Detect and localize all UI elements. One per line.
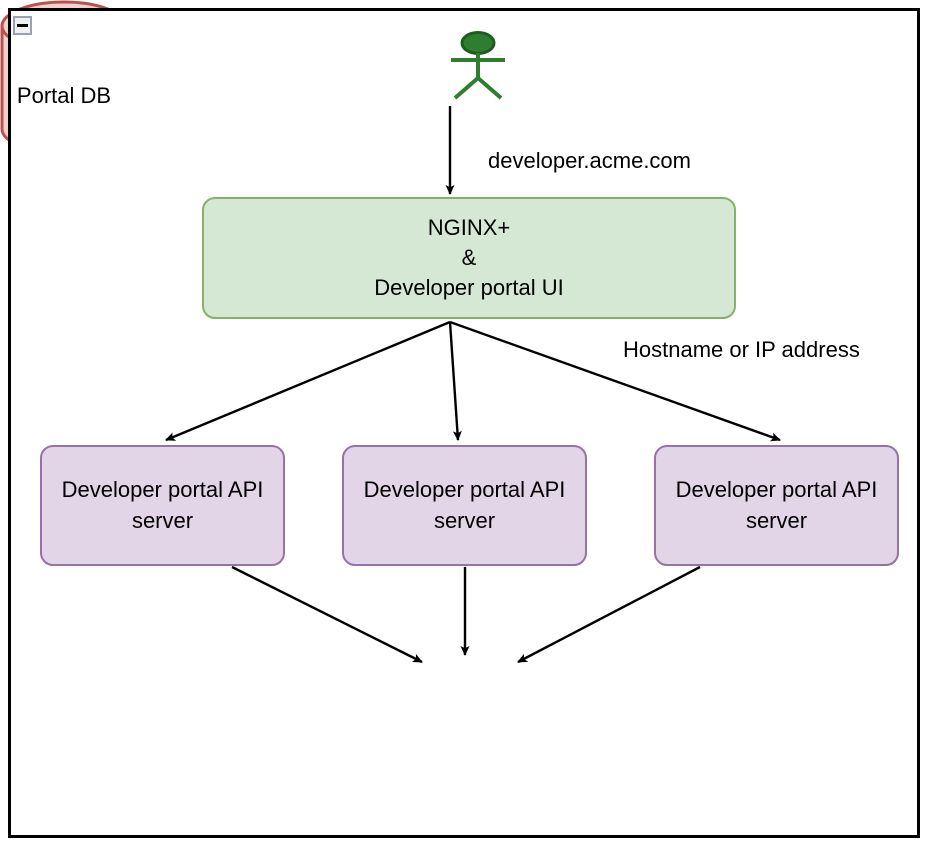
node-nginx-developer-portal-ui[interactable]: NGINX+ & Developer portal UI [202,197,736,319]
node-api-server-1[interactable]: Developer portal API server [40,445,285,566]
node-nginx-label-block: NGINX+ & Developer portal UI [374,213,564,303]
node-nginx-line-2: & [461,244,477,270]
node-api-server-3-label: Developer portal API server [675,477,878,533]
actor-leg-left-icon [453,76,480,100]
developer-actor [451,31,505,100]
node-api-server-1-label: Developer portal API server [61,477,264,533]
node-api-server-3[interactable]: Developer portal API server [654,445,899,566]
node-nginx-line-3: Developer portal UI [374,275,564,301]
node-portal-db[interactable]: Portal DB [0,0,128,155]
node-api-server-2[interactable]: Developer portal API server [342,445,587,566]
edge-label-domain: developer.acme.com [488,148,691,173]
collapse-toggle-button[interactable] [13,16,32,35]
node-nginx-line-1: NGINX+ [427,214,511,240]
diagram-frame [8,8,920,838]
node-portal-db-label: Portal DB [16,82,112,108]
actor-head-icon [460,31,496,55]
minus-icon [17,24,28,27]
edge-label-hostname: Hostname or IP address [623,337,860,362]
node-api-server-2-label: Developer portal API server [363,477,566,533]
actor-leg-right-icon [476,76,503,100]
